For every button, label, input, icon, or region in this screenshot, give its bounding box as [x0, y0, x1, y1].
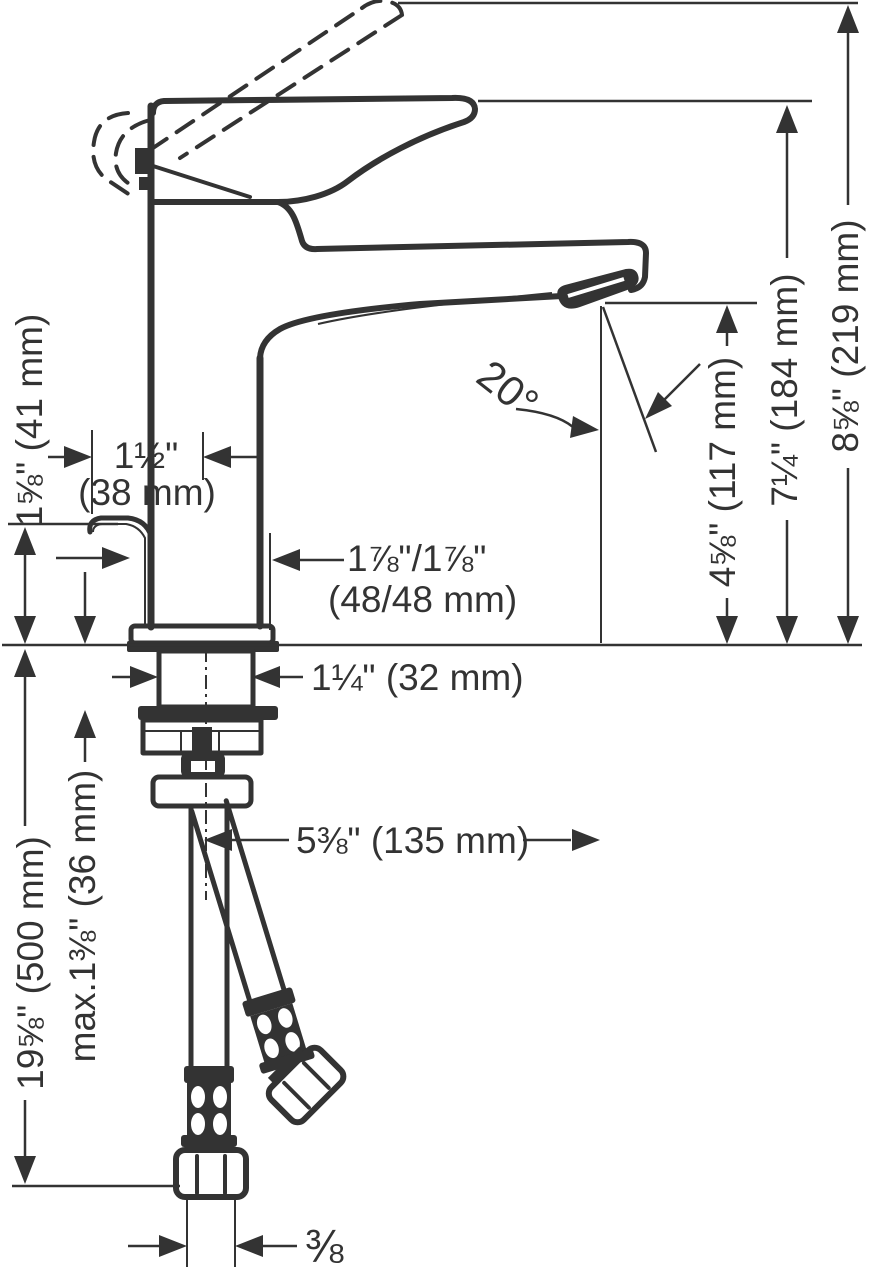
- dim-shank-diameter: 1¼" (32 mm): [112, 657, 524, 698]
- spout-top-outline: [275, 199, 649, 293]
- popup-rod-inner-line: [92, 523, 146, 626]
- dim-hose-length-label: 19⅝" (500 mm): [10, 836, 51, 1090]
- supply-hose-angled: [189, 798, 347, 1126]
- dim-hose-length: 19⅝" (500 mm): [10, 649, 180, 1188]
- dim-overall-height-label: 8⅝" (219 mm): [825, 219, 866, 452]
- dim-spout-angle-label: 20°: [468, 351, 547, 427]
- dim-connection-size: ⅜: [128, 1197, 344, 1270]
- dim-handle-clearance-label-mm: (48/48 mm): [328, 579, 517, 620]
- dim-spout-height-label: 4⅝" (117 mm): [702, 357, 743, 587]
- aerator-slit: [567, 277, 625, 298]
- dim-handle-clearance-label-in: 1⅞"/1⅞": [347, 538, 486, 579]
- dim-max-deck-thickness-label: max.1⅜" (36 mm): [62, 770, 103, 1063]
- hose-nut-angled: [265, 1044, 347, 1126]
- dim-handle-clearance: 1⅞"/1⅞" (48/48 mm): [269, 533, 517, 630]
- mounting-flange: [138, 706, 278, 720]
- dim-spout-reach-label: 5⅜" (135 mm): [296, 820, 529, 861]
- dim-connection-size-label: ⅜: [305, 1220, 344, 1270]
- dim-spout-reach: 5⅜" (135 mm): [204, 820, 600, 861]
- dim-spout-height: 4⅝" (117 mm): [605, 301, 757, 644]
- dim-overall-height: 8⅝" (219 mm): [398, 1, 866, 644]
- spout-underside: [257, 293, 565, 361]
- handle-front-diagonal: [151, 164, 252, 199]
- supply-hose-straight: [173, 803, 249, 1200]
- connection-housing: [150, 774, 254, 809]
- hose-nut: [173, 1147, 249, 1200]
- dim-rod-height: 1⅝" (41 mm): [8, 314, 118, 644]
- spout-underside-inner-line: [317, 292, 553, 325]
- mounting-nut-center: [192, 727, 212, 755]
- hose-manifold-window: [191, 761, 215, 772]
- water-stream-line: [601, 306, 658, 453]
- handle-hinge-pin: [135, 148, 151, 190]
- dim-shank-diameter-label: 1¼" (32 mm): [311, 657, 524, 698]
- dim-handle-height-label: 7¼" (184 mm): [764, 273, 805, 506]
- dim-rod-offset-label-mm: (38 mm): [78, 472, 216, 513]
- dim-spout-angle: 20°: [468, 351, 701, 438]
- dim-max-deck-thickness: max.1⅜" (36 mm): [62, 572, 103, 1062]
- faucet-outline: [87, 0, 649, 1200]
- dim-handle-height: 7¼" (184 mm): [478, 99, 812, 644]
- popup-rod: [87, 515, 154, 539]
- handle-outline: [150, 94, 478, 205]
- dim-rod-offset: 1½" (38 mm): [48, 430, 260, 569]
- dim-rod-offset-label-in: 1½": [114, 435, 179, 476]
- dim-rod-height-label: 1⅝" (41 mm): [9, 314, 50, 527]
- handle-raised-dashed-outline: [91, 0, 404, 201]
